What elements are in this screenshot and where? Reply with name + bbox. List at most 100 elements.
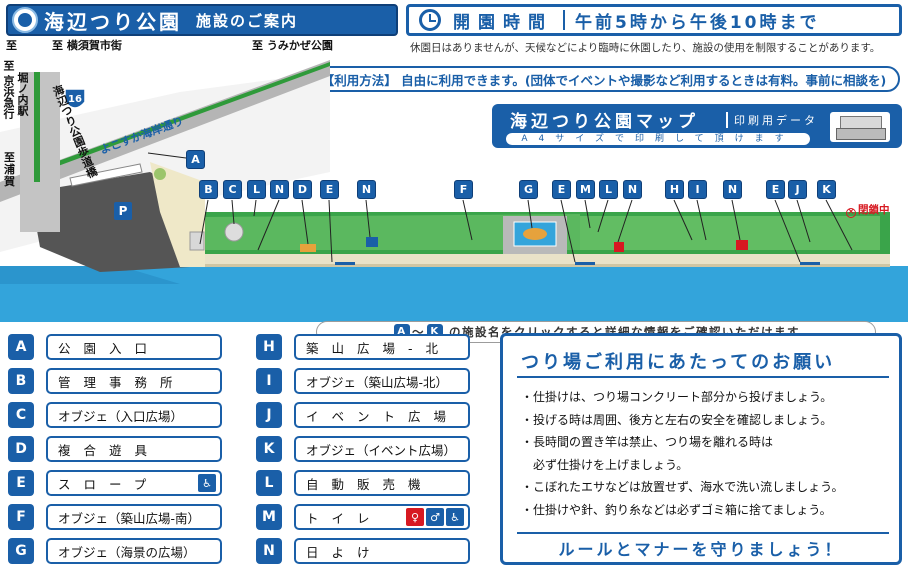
facility-letter-badge[interactable]: G <box>8 538 34 564</box>
facility-name-button[interactable]: オブジェ（海景の広場） <box>46 538 222 564</box>
facility-letter-badge[interactable]: M <box>256 504 282 530</box>
map-pin-i[interactable]: I <box>688 180 707 199</box>
direction-yokosuka-label: 至 横須賀市街 <box>52 39 122 52</box>
map-pin-e-2[interactable]: E <box>552 180 571 199</box>
slope-3 <box>800 262 820 265</box>
print-map-button[interactable]: 海辺つり公園マップ 印刷用データ A4サイズで印刷して頂けます <box>492 104 902 148</box>
facility-name-button[interactable]: トイレ♀♂♿ <box>294 504 470 530</box>
direction-north-label: 至 <box>6 39 17 52</box>
facility-name-button[interactable]: オブジェ（築山広場-南） <box>46 504 222 530</box>
map-pin-c[interactable]: C <box>223 180 242 199</box>
facility-letter-badge[interactable]: F <box>8 504 34 530</box>
direction-horinouchi-label: 堀ノ内駅 <box>16 72 29 116</box>
facility-row-d[interactable]: D 複合遊具 <box>8 436 248 462</box>
map-pin-n-4[interactable]: N <box>723 180 742 199</box>
park-lawn-west <box>205 214 580 250</box>
facility-row-e[interactable]: E スロープ♿ <box>8 470 248 496</box>
facility-letter-badge[interactable]: A <box>8 334 34 360</box>
facility-name-label: 複合遊具 <box>58 442 161 458</box>
map-pin-b[interactable]: B <box>199 180 218 199</box>
fishing-rules-title: つり場ご利用にあたってのお願い <box>521 352 836 373</box>
park-map: 至 至 横須賀市街 至 うみかぜ公園 至 京浜急行 堀ノ内駅 至 浦賀 16 海… <box>0 32 908 343</box>
print-map-note: A4サイズで印刷して頂けます <box>506 133 810 145</box>
facility-row-f[interactable]: F オブジェ（築山広場-南） <box>8 504 248 530</box>
map-pin-e-1[interactable]: E <box>320 180 339 199</box>
facility-letter-badge[interactable]: I <box>256 368 282 394</box>
facility-name-label: 管理事務所 <box>58 374 186 390</box>
restroom-female-icon: ♀ <box>406 508 424 526</box>
facility-name-button[interactable]: 複合遊具 <box>46 436 222 462</box>
printer-icon <box>830 112 890 142</box>
entrance-tree <box>154 168 166 180</box>
sea-view-object <box>523 228 547 240</box>
facility-row-c[interactable]: C オブジェ（入口広場） <box>8 402 248 428</box>
map-pin-n-1[interactable]: N <box>270 180 289 199</box>
facility-row-g[interactable]: G オブジェ（海景の広場） <box>8 538 248 564</box>
facility-letter-badge[interactable]: L <box>256 470 282 496</box>
map-pin-n-2[interactable]: N <box>357 180 376 199</box>
rules-title-divider <box>517 376 889 378</box>
facility-letter-badge[interactable]: H <box>256 334 282 360</box>
map-pin-e-3[interactable]: E <box>766 180 785 199</box>
facility-letter-badge[interactable]: J <box>256 402 282 428</box>
facility-row-m[interactable]: M トイレ♀♂♿ <box>256 504 496 530</box>
map-pin-m[interactable]: M <box>576 180 595 199</box>
facility-name-button[interactable]: オブジェ（入口広場） <box>46 402 222 428</box>
sea-shade <box>0 266 180 284</box>
facility-name-button[interactable]: 公園入口 <box>46 334 222 360</box>
facility-name-label: オブジェ（海景の広場） <box>58 544 196 560</box>
facility-row-a[interactable]: A 公園入口 <box>8 334 248 360</box>
slope-1 <box>335 262 355 265</box>
facility-name-button[interactable]: 築山広場-北 <box>294 334 470 360</box>
facility-name-button[interactable]: 自動販売機 <box>294 470 470 496</box>
facility-row-n[interactable]: N 日よけ <box>256 538 496 564</box>
facility-letter-badge[interactable]: D <box>8 436 34 462</box>
facility-name-button[interactable]: オブジェ（築山広場-北） <box>294 368 470 394</box>
map-pin-f[interactable]: F <box>454 180 473 199</box>
facility-row-b[interactable]: B 管理事務所 <box>8 368 248 394</box>
print-map-title: 海辺つり公園マップ <box>510 112 699 132</box>
facility-row-j[interactable]: J イベント広場 <box>256 402 496 428</box>
map-pin-l-1[interactable]: L <box>247 180 266 199</box>
map-pin-l-2[interactable]: L <box>599 180 618 199</box>
facility-name-label: オブジェ（イベント広場） <box>306 442 457 458</box>
direction-umikaze-label: 至 うみかぜ公園 <box>252 39 333 52</box>
facility-row-l[interactable]: L 自動販売機 <box>256 470 496 496</box>
parking-lot <box>30 172 190 272</box>
wheelchair-icon: ♿ <box>446 508 464 526</box>
facility-name-button[interactable]: 管理事務所 <box>46 368 222 394</box>
map-pin-k[interactable]: K <box>817 180 836 199</box>
facility-name-label: イベント広場 <box>306 408 460 424</box>
site-subtitle: 施設のご案内 <box>196 11 299 30</box>
facility-name-label: 公園入口 <box>58 340 161 356</box>
facility-name-label: 自動販売機 <box>306 476 434 492</box>
facility-row-k[interactable]: K オブジェ（イベント広場） <box>256 436 496 462</box>
walkway-bridge <box>69 163 143 187</box>
facility-row-i[interactable]: I オブジェ（築山広場-北） <box>256 368 496 394</box>
route-16-icon: 16 <box>64 88 86 114</box>
map-pin-h[interactable]: H <box>665 180 684 199</box>
facility-name-button[interactable]: イベント広場 <box>294 402 470 428</box>
map-pin-n-3[interactable]: N <box>623 180 642 199</box>
facility-letter-badge[interactable]: N <box>256 538 282 564</box>
slope-2 <box>575 262 595 265</box>
facility-icons: ♿ <box>198 474 216 492</box>
print-map-subtitle: 印刷用データ <box>726 112 818 128</box>
map-pin-a[interactable]: A <box>186 150 205 169</box>
map-pin-g[interactable]: G <box>519 180 538 199</box>
facility-letter-badge[interactable]: E <box>8 470 34 496</box>
map-pin-d[interactable]: D <box>293 180 312 199</box>
facility-name-label: オブジェ（築山広場-北） <box>306 374 449 390</box>
facility-name-button[interactable]: スロープ♿ <box>46 470 222 496</box>
rules-footer: ルールとマナーを守りましょう！ <box>558 540 844 559</box>
facility-name-button[interactable]: 日よけ <box>294 538 470 564</box>
facility-letter-badge[interactable]: B <box>8 368 34 394</box>
facility-row-h[interactable]: H 築山広場-北 <box>256 334 496 360</box>
map-drawing <box>0 60 908 322</box>
facility-name-button[interactable]: オブジェ（イベント広場） <box>294 436 470 462</box>
facility-letter-badge[interactable]: C <box>8 402 34 428</box>
facility-letter-badge[interactable]: K <box>256 436 282 462</box>
rule-item: ・仕掛けや針、釣り糸などは必ずゴミ箱に捨てましょう。 <box>521 502 832 517</box>
map-pin-j[interactable]: J <box>788 180 807 199</box>
facility-icons: ♀♂♿ <box>406 508 464 526</box>
